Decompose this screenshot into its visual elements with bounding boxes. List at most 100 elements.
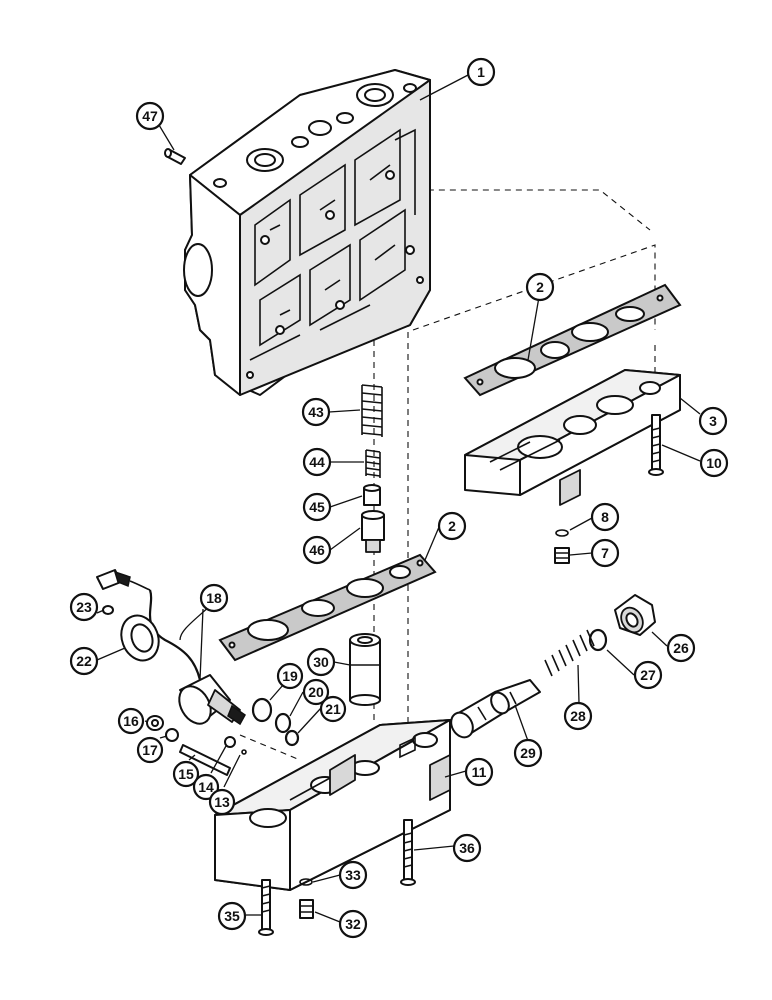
callout-3: 3 xyxy=(698,406,728,436)
ball-part-14 xyxy=(224,736,236,748)
bolt-part-36 xyxy=(400,819,416,886)
valve-body-part-1 xyxy=(183,69,431,396)
sleeve-part-30 xyxy=(349,633,381,706)
callout-44: 44 xyxy=(302,447,332,477)
bolt-part-35 xyxy=(258,879,274,936)
callout-14: 14 xyxy=(192,773,220,801)
plunger-part-45 xyxy=(363,484,381,506)
svg-text:17: 17 xyxy=(142,742,158,758)
svg-text:21: 21 xyxy=(325,701,341,717)
svg-text:44: 44 xyxy=(309,454,325,470)
callout-20: 20 xyxy=(302,678,330,706)
svg-text:22: 22 xyxy=(76,653,92,669)
svg-text:18: 18 xyxy=(206,590,222,606)
plug-part-26 xyxy=(614,594,656,636)
callout-19: 19 xyxy=(276,662,304,690)
callout-18: 18 xyxy=(199,583,229,613)
callout-10: 10 xyxy=(699,448,729,478)
svg-text:27: 27 xyxy=(640,667,656,683)
gasket-part-2-upper xyxy=(463,283,682,397)
bolt-part-10 xyxy=(648,414,664,476)
svg-text:1: 1 xyxy=(477,64,485,80)
callout-23: 23 xyxy=(69,592,99,622)
callout-17: 17 xyxy=(136,736,164,764)
svg-text:28: 28 xyxy=(570,708,586,724)
svg-text:19: 19 xyxy=(282,668,298,684)
gasket-part-2-lower xyxy=(218,553,437,662)
svg-text:11: 11 xyxy=(472,764,487,780)
svg-text:47: 47 xyxy=(142,108,158,124)
spring-part-43 xyxy=(361,384,383,437)
callout-16: 16 xyxy=(117,707,145,735)
callout-7: 7 xyxy=(590,538,620,568)
svg-text:32: 32 xyxy=(345,916,361,932)
svg-text:20: 20 xyxy=(308,684,324,700)
spool-valve-part-29 xyxy=(450,679,541,739)
svg-text:7: 7 xyxy=(601,545,609,561)
o-ring-part-21 xyxy=(284,729,300,747)
svg-text:8: 8 xyxy=(601,509,609,525)
svg-text:30: 30 xyxy=(313,654,329,670)
svg-text:14: 14 xyxy=(198,779,214,795)
callout-43: 43 xyxy=(301,397,331,427)
spring-part-28 xyxy=(544,629,595,677)
callout-22: 22 xyxy=(69,646,99,676)
nut-part-16 xyxy=(146,715,164,731)
svg-text:23: 23 xyxy=(76,599,92,615)
plug-part-32 xyxy=(299,899,314,919)
svg-text:36: 36 xyxy=(459,840,475,856)
callout-36: 36 xyxy=(452,833,482,863)
ring-part-33 xyxy=(299,878,313,886)
o-ring-part-20 xyxy=(274,712,292,734)
svg-text:29: 29 xyxy=(520,745,536,761)
plug-part-7 xyxy=(554,547,570,564)
callout-21: 21 xyxy=(319,695,347,723)
svg-text:46: 46 xyxy=(309,542,325,558)
svg-text:33: 33 xyxy=(345,867,361,883)
ring-part-8 xyxy=(555,529,569,537)
bracket-part-22 xyxy=(120,614,160,662)
svg-text:45: 45 xyxy=(309,499,325,515)
spring-part-44 xyxy=(365,449,381,478)
callout-35: 35 xyxy=(217,901,247,931)
callout-1: 1 xyxy=(466,57,496,87)
callouts: 1 47 2 3 10 43 44 45 46 8 7 2 18 23 22 3… xyxy=(69,57,729,939)
solenoid-part-18 xyxy=(96,569,246,726)
callout-33: 33 xyxy=(338,860,368,890)
callout-45: 45 xyxy=(302,492,332,522)
callout-15: 15 xyxy=(172,760,200,788)
callout-26: 26 xyxy=(666,633,696,663)
svg-text:13: 13 xyxy=(214,794,230,810)
screw-part-23 xyxy=(102,605,114,615)
callout-46: 46 xyxy=(302,535,332,565)
svg-text:26: 26 xyxy=(673,640,689,656)
callout-32: 32 xyxy=(338,909,368,939)
ball-part-13 xyxy=(241,749,247,755)
callout-13: 13 xyxy=(208,788,236,816)
callout-2-lower: 2 xyxy=(437,511,467,541)
callout-29: 29 xyxy=(513,738,543,768)
callout-30: 30 xyxy=(306,647,336,677)
o-ring-part-27 xyxy=(588,628,608,652)
svg-text:15: 15 xyxy=(178,766,194,782)
svg-text:35: 35 xyxy=(224,908,240,924)
callout-47: 47 xyxy=(135,101,165,131)
valve-cap-part-46 xyxy=(361,510,385,553)
leader-lines xyxy=(96,73,701,923)
svg-text:43: 43 xyxy=(308,404,324,420)
lower-block-part-11 xyxy=(214,719,451,891)
svg-text:16: 16 xyxy=(123,713,139,729)
washer-part-17 xyxy=(165,728,179,742)
callout-2-upper: 2 xyxy=(525,272,555,302)
callout-28: 28 xyxy=(563,701,593,731)
separator-block-part-3 xyxy=(464,369,681,506)
svg-text:3: 3 xyxy=(709,413,717,429)
dowel-pin-part-47 xyxy=(164,148,186,165)
svg-text:10: 10 xyxy=(706,455,722,471)
svg-text:2: 2 xyxy=(536,279,544,295)
o-ring-part-19 xyxy=(251,697,273,723)
rod-part-15 xyxy=(179,744,231,776)
callout-27: 27 xyxy=(633,660,663,690)
callout-8: 8 xyxy=(590,502,620,532)
